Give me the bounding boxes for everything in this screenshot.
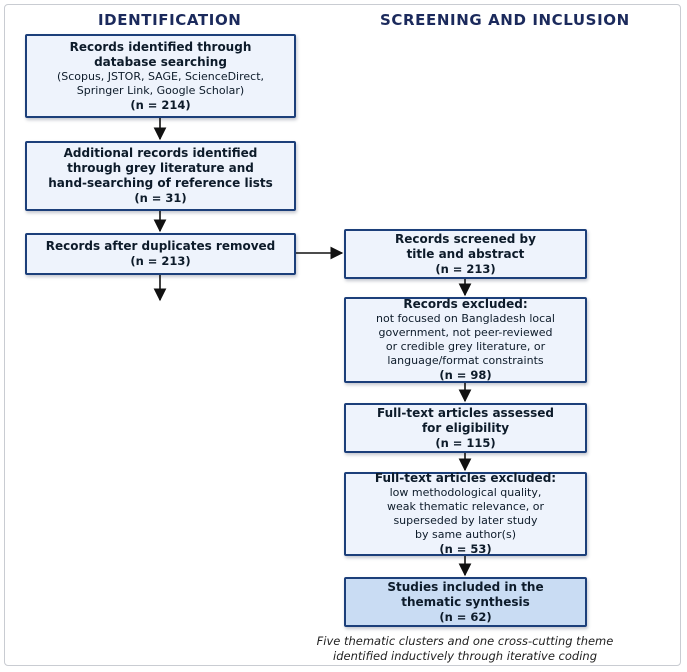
fulltext-excluded-title: Full-text articles excluded: [374,471,557,485]
fulltext-excluded-reasons: low methodological quality, weak themati… [387,486,544,541]
records-screened-count: (n = 213) [435,261,496,276]
additional-records-count: (n = 31) [134,191,187,205]
screening-heading: SCREENING AND INCLUSION [380,11,630,29]
records-identified-title: Records identified through database sear… [69,39,252,69]
fulltext-assessed-title: Full-text articles assessed for eligibil… [377,405,554,435]
diagram-frame [4,4,681,666]
duplicates-removed-title: Records after duplicates removed [45,239,276,253]
studies-included-title: Studies included in the thematic synthes… [387,579,544,609]
identification-heading: IDENTIFICATION [98,11,242,29]
records-identified-count: (n = 214) [130,97,191,112]
records-excluded-title: Records excluded: [403,297,528,311]
fulltext-excluded-count: (n = 53) [439,542,492,556]
studies-included-count: (n = 62) [439,609,492,624]
records-screened-box: Records screened by title and abstract (… [344,229,587,279]
records-identified-box: Records identified through database sear… [25,34,296,118]
records-excluded-box: Records excluded: not focused on Banglad… [344,297,587,383]
fulltext-assessed-count: (n = 115) [435,435,496,450]
additional-records-title: Additional records identified through gr… [48,146,273,190]
duplicates-removed-count: (n = 213) [130,254,191,268]
records-screened-title: Records screened by title and abstract [395,231,536,261]
footnote: Five thematic clusters and one cross-cut… [316,634,614,663]
fulltext-excluded-box: Full-text articles excluded: low methodo… [344,471,587,556]
studies-included-box: Studies included in the thematic synthes… [344,577,587,627]
additional-records-box: Additional records identified through gr… [25,141,296,211]
records-identified-sources: (Scopus, JSTOR, SAGE, ScienceDirect, Spr… [56,69,265,97]
duplicates-removed-box: Records after duplicates removed (n = 21… [25,233,296,275]
records-excluded-count: (n = 98) [439,368,492,382]
records-excluded-reasons: not focused on Bangladesh local governme… [376,312,555,367]
fulltext-assessed-box: Full-text articles assessed for eligibil… [344,403,587,453]
